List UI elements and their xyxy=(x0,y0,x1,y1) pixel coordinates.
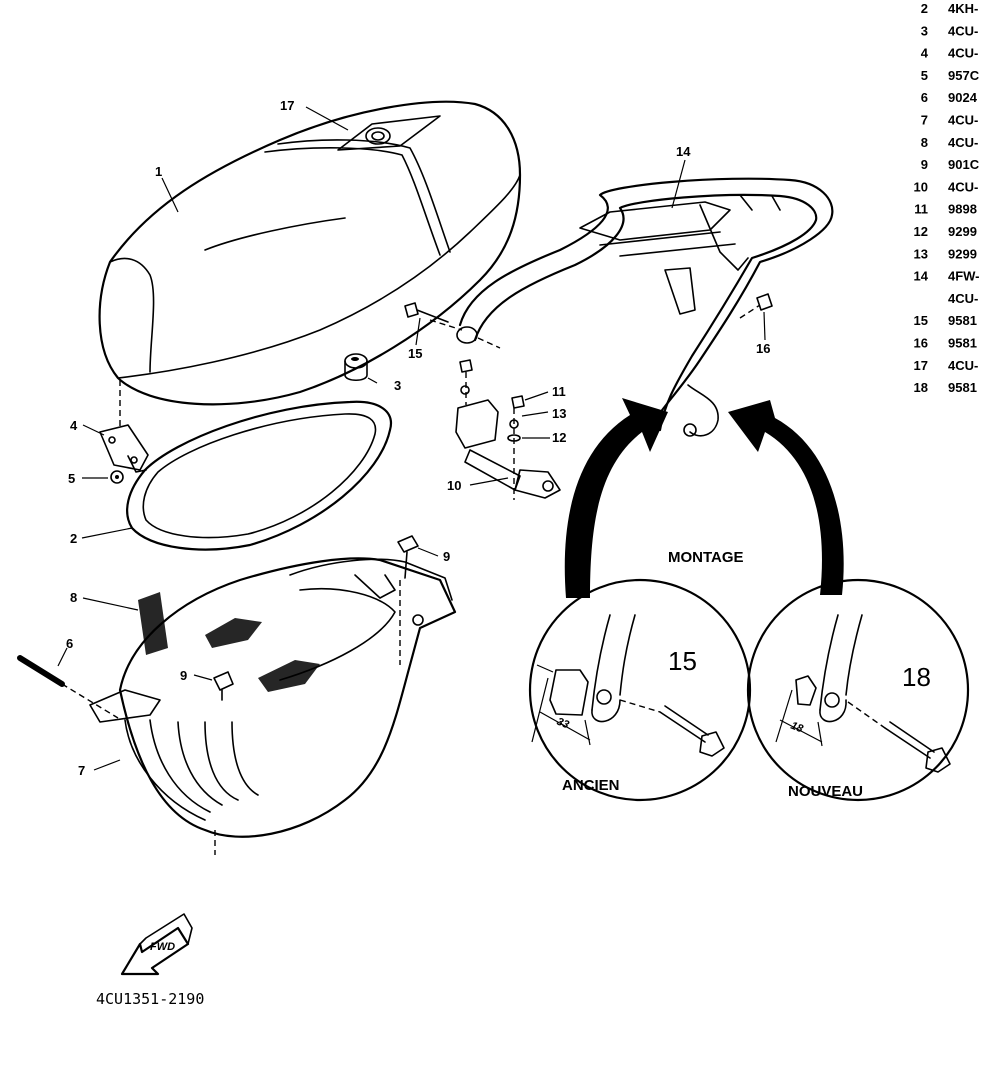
montage-arrows xyxy=(564,398,844,598)
callout-labels: 17 1 3 4 5 2 6 7 8 9 9 10 11 12 13 14 15… xyxy=(66,98,770,778)
bolt-drawing xyxy=(213,535,419,701)
parts-list-number: 16 xyxy=(914,336,928,351)
fwd-arrow-icon: FWD xyxy=(120,913,193,976)
callout-9-upper: 9 xyxy=(443,549,450,564)
parts-list-number: 5 xyxy=(921,68,928,83)
parts-list-number: 7 xyxy=(921,113,928,128)
callout-10: 10 xyxy=(447,478,461,493)
nouveau-part-number: 18 xyxy=(902,662,931,692)
parts-list-code: 4CU- xyxy=(948,23,978,38)
parts-list-number: 2 xyxy=(921,1,928,16)
parts-list-code: 9898 xyxy=(948,202,977,217)
parts-list-number: 3 xyxy=(921,23,928,38)
parts-list-number: 10 xyxy=(914,179,928,194)
ancien-part-number: 15 xyxy=(668,646,697,676)
leader-lines xyxy=(57,106,766,771)
parts-list-code: 9299 xyxy=(948,224,977,239)
parts-list-number: 17 xyxy=(914,358,928,373)
nouveau-dimension: 18 xyxy=(789,720,806,736)
callout-13: 13 xyxy=(552,406,566,421)
drawing-code: 4CU1351-2190 xyxy=(96,990,204,1008)
seat-drawing xyxy=(98,100,522,406)
parts-list-number: 13 xyxy=(914,246,928,261)
pad-drawing xyxy=(138,592,168,655)
parts-list-code: 9024 xyxy=(948,90,978,105)
parts-list-code: 4CU- xyxy=(948,291,978,306)
ancien-label: ANCIEN xyxy=(562,777,620,794)
parts-list-number: 6 xyxy=(921,90,928,105)
callout-3: 3 xyxy=(394,378,401,393)
parts-list-number: 15 xyxy=(914,313,928,328)
parts-list-code: 9581 xyxy=(948,313,977,328)
callout-1: 1 xyxy=(155,164,162,179)
callout-7: 7 xyxy=(78,763,85,778)
callout-14: 14 xyxy=(676,144,691,159)
parts-list-code: 4CU- xyxy=(948,113,978,128)
callout-4: 4 xyxy=(70,418,78,433)
gasket-drawing xyxy=(126,400,393,551)
parts-list-number: 4 xyxy=(921,46,929,61)
parts-list-code: 4CU- xyxy=(948,135,978,150)
cable-drawing xyxy=(17,655,119,719)
callout-11: 11 xyxy=(552,384,566,399)
damper-drawing xyxy=(344,353,368,382)
parts-list-number: 14 xyxy=(914,269,929,284)
parts-list-code: 9299 xyxy=(948,246,977,261)
callout-16: 16 xyxy=(756,341,770,356)
callout-9-lower: 9 xyxy=(180,668,187,683)
parts-list-number: 8 xyxy=(921,135,928,150)
callout-12: 12 xyxy=(552,430,566,445)
fwd-label: FWD xyxy=(150,941,175,953)
nouveau-label: NOUVEAU xyxy=(788,783,863,800)
parts-list-code: 957C xyxy=(948,68,980,83)
carrier-rack-drawing xyxy=(404,177,834,437)
parts-list-code: 4KH- xyxy=(948,1,978,16)
bracket-drawing xyxy=(455,359,561,500)
callout-6: 6 xyxy=(66,636,73,651)
callout-15: 15 xyxy=(408,346,422,361)
parts-list-code: 4CU- xyxy=(948,46,978,61)
parts-list-code: 9581 xyxy=(948,380,977,395)
storage-box-drawing xyxy=(89,557,457,855)
parts-list-code: 4CU- xyxy=(948,179,978,194)
parts-list-number: 12 xyxy=(914,224,928,239)
detail-circle-nouveau xyxy=(746,578,970,802)
parts-list-number: 11 xyxy=(914,202,928,217)
callout-2: 2 xyxy=(70,531,77,546)
parts-list-number: 18 xyxy=(914,380,928,395)
parts-list-code: 9581 xyxy=(948,336,977,351)
parts-list: 2 4KH- 3 4CU- 4 4CU- 5 957C 6 9024 7 4CU- 8 4CU- 9 901C… xyxy=(914,1,980,395)
parts-list-code: 4FW- xyxy=(948,269,980,284)
detail-circle-ancien xyxy=(528,578,752,802)
montage-label: MONTAGE xyxy=(668,549,744,566)
parts-list-code: 901C xyxy=(948,157,980,172)
ancien-dimension: 33 xyxy=(555,716,571,732)
parts-list-code: 4CU- xyxy=(948,358,978,373)
hinge-drawing xyxy=(99,380,149,484)
callout-8: 8 xyxy=(70,590,77,605)
callout-17: 17 xyxy=(280,98,294,113)
parts-list-number: 9 xyxy=(921,157,928,172)
callout-5: 5 xyxy=(68,471,75,486)
